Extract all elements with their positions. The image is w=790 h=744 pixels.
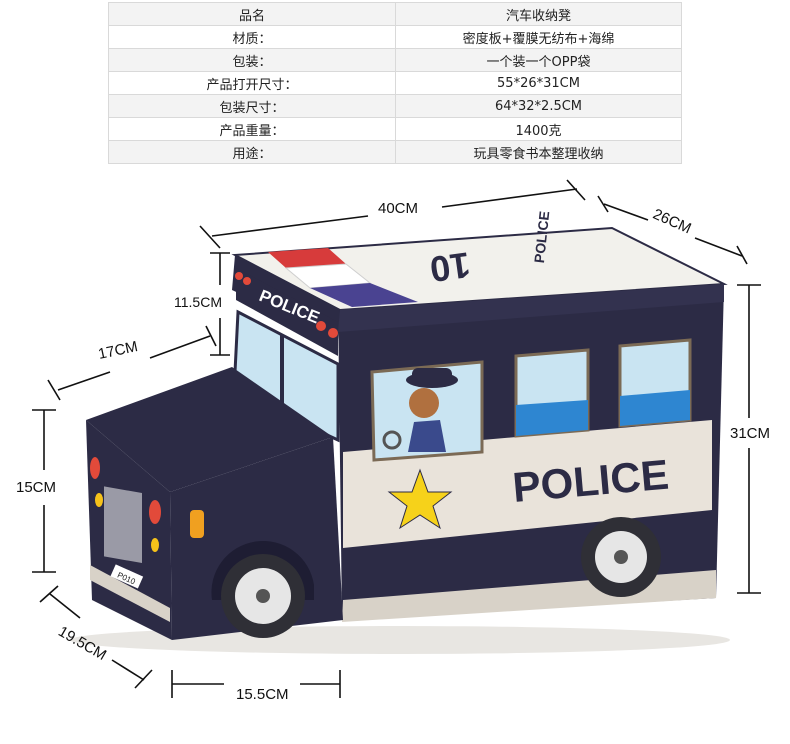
cab-light-2	[243, 277, 251, 285]
roof-flag-blue	[310, 283, 418, 307]
spec-value: 玩具零食书本整理收纳	[395, 140, 682, 164]
side-window-2-seat	[620, 390, 690, 426]
spec-label: 包装：	[108, 48, 396, 72]
driver-body	[408, 420, 446, 452]
dimension-lines	[32, 179, 761, 698]
driver-head	[409, 388, 439, 418]
roof-flag-red	[268, 248, 346, 268]
roof-police-text: POLICE	[531, 210, 552, 264]
spec-table: 品名汽车收纳凳 材质：密度板+覆膜无纺布+海绵 包装：一个装一个OPP袋 产品打…	[108, 2, 682, 164]
cab-light-1	[235, 272, 243, 280]
spec-value: 密度板+覆膜无纺布+海绵	[395, 25, 682, 49]
steering-wheel	[382, 430, 402, 450]
dim-height: 31CM	[730, 425, 771, 442]
cab-light-3	[316, 321, 326, 331]
foglight-left	[95, 493, 103, 507]
roof-number: 10	[427, 244, 472, 290]
rear-wheel	[581, 517, 661, 597]
spec-row: 材质：密度板+覆膜无纺布+海绵	[108, 25, 682, 49]
side-indicator	[190, 510, 204, 538]
dim-front-height: 15CM	[16, 479, 57, 496]
driver-hat	[412, 368, 452, 382]
star-icon	[387, 468, 453, 530]
cab-top-panel	[236, 268, 338, 356]
spec-row: 产品重量：1400克	[108, 117, 682, 141]
ground-shadow	[70, 626, 730, 654]
windshield	[232, 309, 340, 443]
dim-length: 40CM	[378, 200, 419, 217]
spec-value: 1400克	[395, 117, 682, 141]
cab-light-4	[328, 328, 338, 338]
spec-row: 用途：玩具零食书本整理收纳	[108, 140, 682, 164]
dim-front-width: 15.5CM	[236, 686, 289, 703]
headlight-left	[90, 457, 100, 479]
license-plate	[110, 564, 144, 589]
hood-lid	[86, 367, 333, 492]
spec-row: 产品打开尺寸：55*26*31CM	[108, 71, 682, 95]
headlight-right	[149, 500, 161, 524]
spec-label: 产品打开尺寸：	[108, 71, 396, 95]
spec-label: 用途：	[108, 140, 396, 164]
spec-value: 64*32*2.5CM	[395, 94, 682, 118]
spec-label: 包装尺寸：	[108, 94, 396, 118]
spec-label: 产品重量：	[108, 117, 396, 141]
spec-label: 品名	[108, 2, 396, 26]
spec-row: 包装尺寸：64*32*2.5CM	[108, 94, 682, 118]
foglight-right	[151, 538, 159, 552]
side-window-1-seat	[516, 400, 588, 436]
dim-roof-height: 11.5CM	[174, 294, 222, 310]
front-wheel	[211, 540, 314, 638]
lid-rim-front	[338, 284, 724, 332]
grille	[104, 486, 142, 564]
front-bumper	[90, 565, 170, 622]
spec-label: 材质：	[108, 25, 396, 49]
